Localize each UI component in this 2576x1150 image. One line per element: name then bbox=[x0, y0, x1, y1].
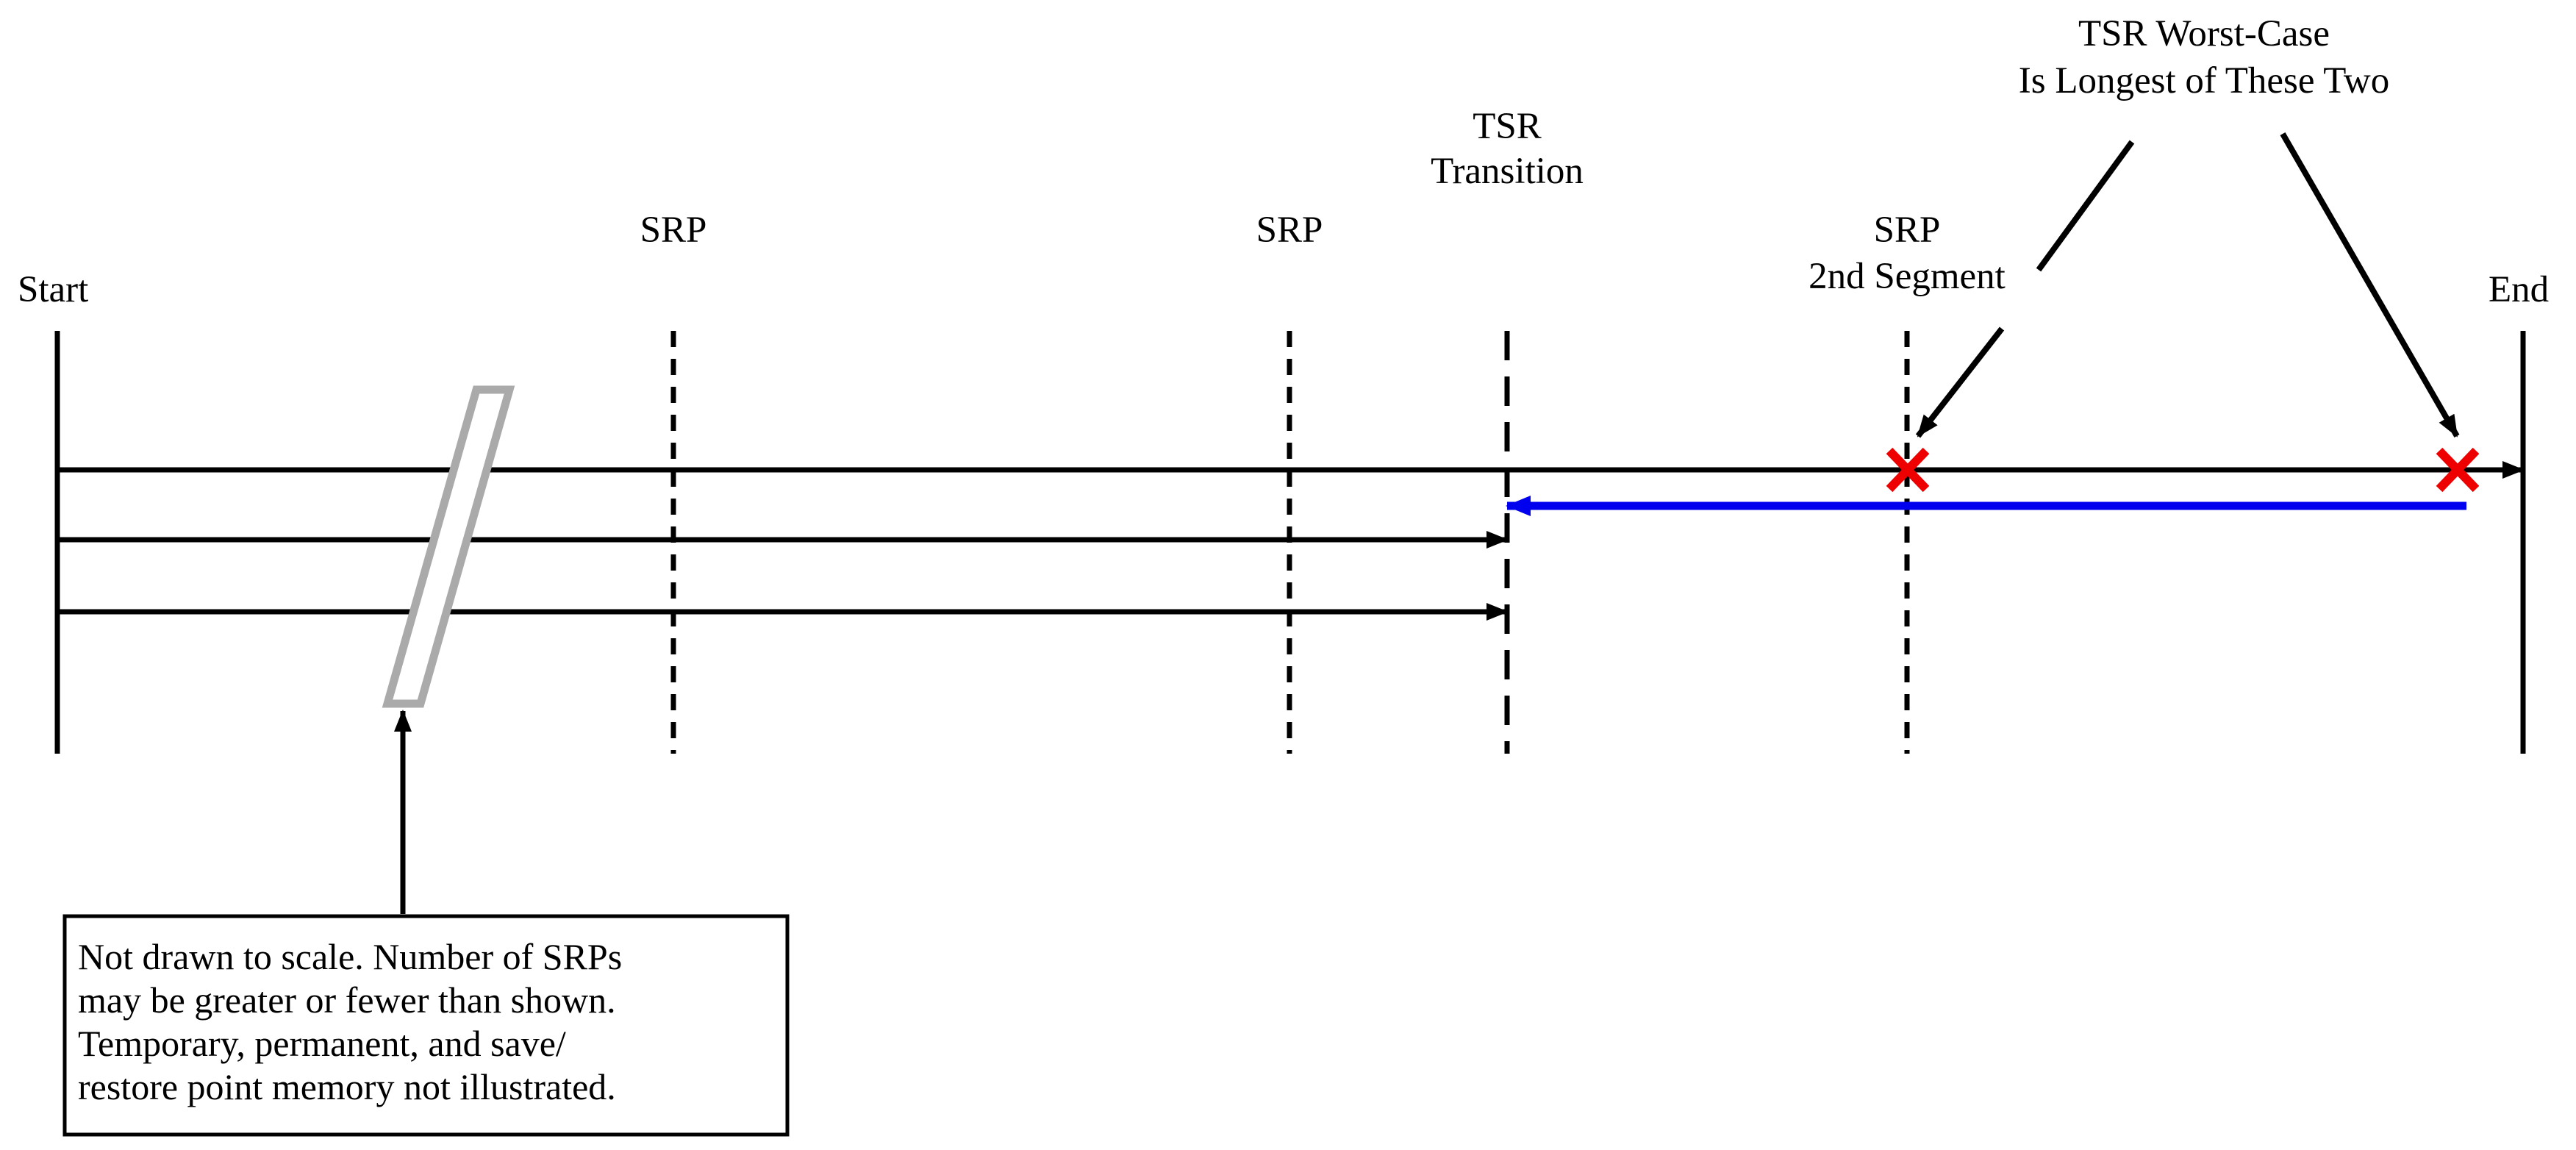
srp-2nd-segment-label-line2: 2nd Segment bbox=[1808, 256, 2006, 297]
note-line-3: Temporary, permanent, and save/ bbox=[78, 1023, 566, 1064]
end-label: End bbox=[2489, 269, 2549, 310]
scale-break-symbol bbox=[382, 385, 515, 708]
srp-2-label: SRP bbox=[1256, 210, 1323, 251]
note-line-4: restore point memory not illustrated. bbox=[78, 1066, 616, 1107]
srp-2nd-segment-label-line1: SRP bbox=[1874, 210, 1941, 251]
tsr-transition-label-line1: TSR bbox=[1473, 106, 1542, 147]
worst-case-pointer-to-end bbox=[2280, 132, 2460, 438]
worst-case-pointer-upper bbox=[2036, 140, 2135, 272]
worst-case-label-line1: TSR Worst-Case bbox=[2078, 13, 2330, 54]
note-line-2: may be greater or fewer than shown. bbox=[78, 979, 616, 1021]
worst-case-marker-end-icon bbox=[2436, 447, 2480, 493]
start-label: Start bbox=[18, 269, 88, 310]
tsr-transition-label-line2: Transition bbox=[1431, 151, 1584, 192]
worst-case-label-line2: Is Longest of These Two bbox=[2019, 60, 2389, 101]
note-line-1: Not drawn to scale. Number of SRPs bbox=[78, 936, 622, 977]
worst-case-pointer-to-srp bbox=[1915, 326, 2005, 438]
srp-1-label: SRP bbox=[640, 210, 707, 251]
note-box bbox=[62, 914, 790, 1137]
worst-case-marker-srp-icon bbox=[1886, 447, 1930, 493]
